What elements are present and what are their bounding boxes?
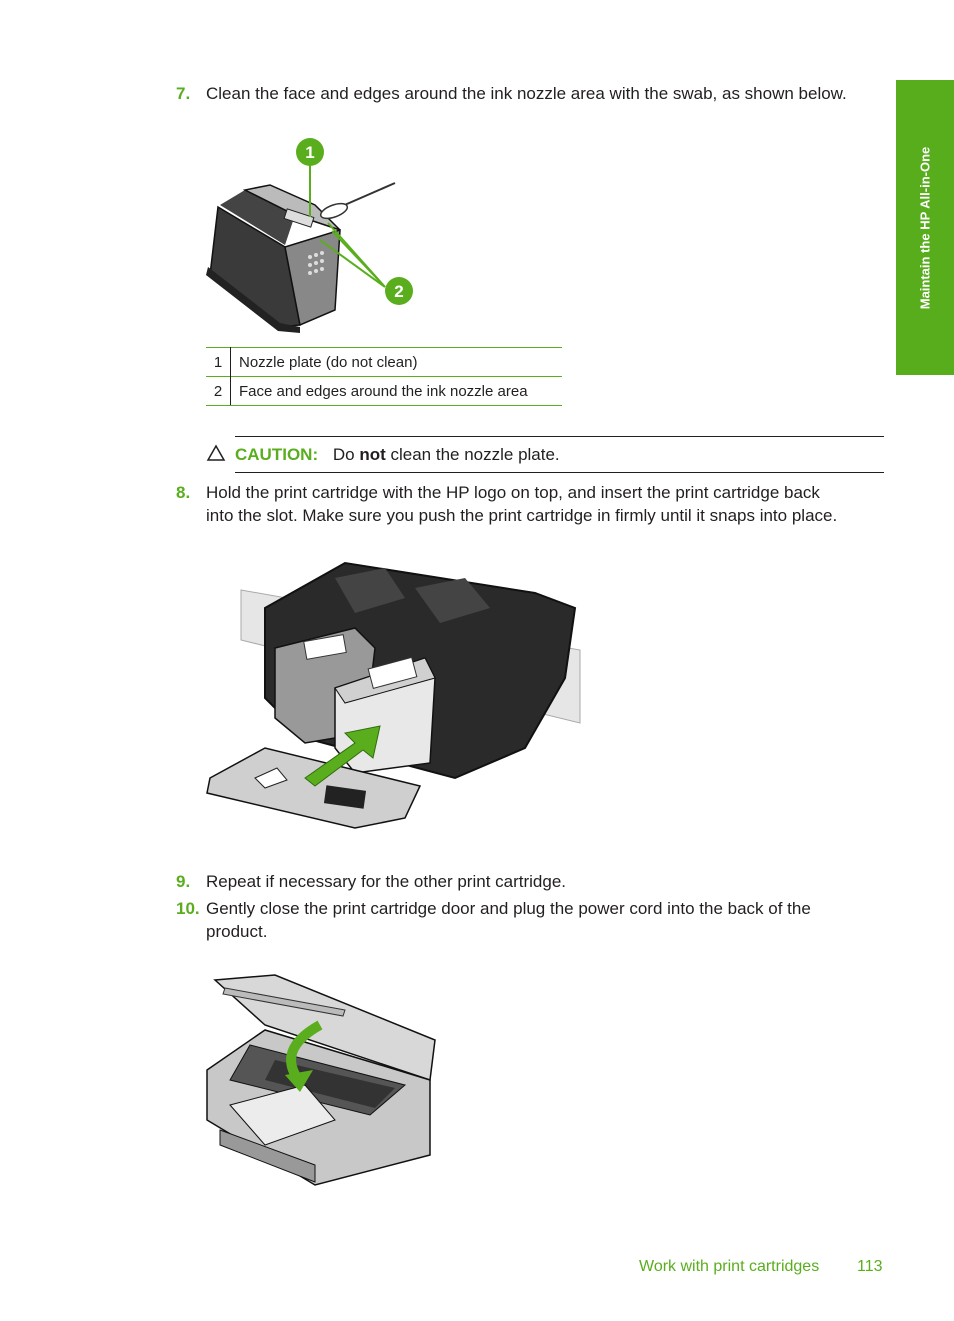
callout-1 — [296, 138, 324, 166]
step-number: 7. — [176, 84, 191, 103]
cartridge-insert-illustration — [206, 561, 581, 829]
printer-close-door-illustration — [206, 974, 436, 1186]
step-number: 8. — [176, 483, 191, 502]
step-7: 7. Clean the face and edges around the i… — [176, 82, 886, 105]
step-text-line: Gently close the print cartridge door an… — [206, 899, 811, 918]
callout-legend-table: 1 Nozzle plate (do not clean) 2 Face and… — [206, 347, 562, 406]
side-tab-label: Maintain the HP All-in-One — [917, 146, 933, 309]
caution-text-post: clean the nozzle plate. — [390, 445, 560, 464]
step-9: 9. Repeat if necessary for the other pri… — [176, 870, 886, 893]
table-row: 1 Nozzle plate (do not clean) — [206, 347, 562, 377]
step-text-line: Hold the print cartridge with the HP log… — [206, 483, 820, 502]
step-number: 9. — [176, 872, 191, 891]
footer-section: Work with print cartridges — [639, 1258, 820, 1275]
caution-emphasis: not — [359, 445, 386, 464]
caution-text: CAUTION: Do not clean the nozzle plate. — [235, 445, 560, 465]
step-8: 8. Hold the print cartridge with the HP … — [176, 481, 886, 525]
step-number: 10. — [176, 899, 200, 918]
page-number: 113 — [857, 1258, 883, 1275]
legend-number: 1 — [206, 347, 231, 377]
cartridge-swab-illustration: 1 2 — [206, 138, 413, 333]
step-text-line: into the slot. Make sure you push the pr… — [206, 506, 838, 525]
legend-label: Nozzle plate (do not clean) — [230, 347, 562, 377]
side-tab: Maintain the HP All-in-One — [896, 80, 954, 375]
caution-label: CAUTION: — [235, 445, 319, 464]
legend-number: 2 — [206, 376, 231, 406]
callout-2-label: 2 — [394, 282, 403, 301]
table-row: 2 Face and edges around the ink nozzle a… — [206, 376, 562, 406]
step-text-line: product. — [206, 922, 268, 941]
step-text: Repeat if necessary for the other print … — [206, 872, 567, 891]
callout-1-label: 1 — [305, 143, 314, 162]
legend-label: Face and edges around the ink nozzle are… — [230, 376, 562, 406]
step-text: Clean the face and edges around the ink … — [206, 84, 847, 103]
step-10: 10. Gently close the print cartridge doo… — [176, 897, 886, 941]
caution-triangle-icon — [206, 444, 226, 461]
callout-2 — [385, 277, 413, 305]
caution-box: CAUTION: Do not clean the nozzle plate. — [235, 436, 884, 473]
caution-text-pre: Do — [332, 445, 355, 464]
